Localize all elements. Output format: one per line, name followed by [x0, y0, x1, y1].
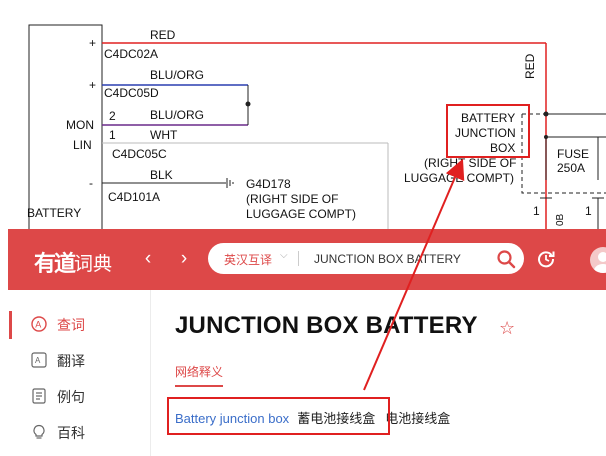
fuse-rating: 250A [557, 161, 586, 175]
back-button[interactable]: ‹ [144, 248, 152, 269]
junction-box-label: JUNCTION [455, 126, 516, 140]
sidebar: A 查词 A 翻译 例句 百科 [8, 290, 151, 456]
wire-wht-label: WHT [150, 128, 178, 142]
connector-label: C4DC05D [104, 86, 159, 100]
wire-blu-org-label: BLU/ORG [150, 68, 205, 82]
pin-number-label: 2 [109, 109, 116, 123]
translate-icon: A [31, 352, 47, 368]
pin-plus-label: + [89, 36, 97, 50]
search-input[interactable] [314, 243, 494, 274]
sidebar-item-label: 查词 [57, 318, 85, 334]
definition-row: Battery junction box 蓄电池接线盒电池接线盒 [175, 408, 450, 427]
sentences-icon [32, 388, 46, 404]
sidebar-item-label: 百科 [57, 426, 85, 442]
search-mode-select[interactable]: 英汉互译 [224, 253, 273, 267]
main-content: JUNCTION BOX BATTERY ☆ 网络释义 Battery junc… [151, 290, 606, 456]
search-box: 英汉互译 ⌵ [208, 243, 524, 274]
connector-label: C4D101A [108, 190, 161, 204]
wire-blk-label: BLK [150, 168, 173, 182]
module-pin-mon: MON [66, 118, 94, 132]
lookup-icon: A [31, 316, 47, 332]
search-icon[interactable] [496, 249, 516, 269]
pin-plus-label: + [89, 78, 97, 92]
definition-chinese: 电池接线盒 [385, 412, 451, 427]
sidebar-item-label: 例句 [57, 390, 85, 406]
svg-text:A: A [35, 320, 41, 330]
module-pin-lin: LIN [73, 138, 92, 152]
connector-label: C4DC02A [104, 47, 159, 61]
bottom-connector-label: 0B [555, 213, 566, 226]
star-icon[interactable]: ☆ [499, 318, 516, 338]
history-icon[interactable] [536, 249, 556, 269]
module-name-label: BATTERY [27, 206, 82, 220]
sidebar-item-label: 翻译 [57, 354, 85, 370]
pin-minus-label: - [89, 176, 93, 190]
wiring-diagram: RED + C4DC02A BLU/ORG + C4DC05D BLU/ORG … [27, 24, 606, 232]
chevron-down-icon[interactable]: ⌵ [280, 250, 288, 261]
sidebar-item-lookup[interactable]: A 查词 [8, 307, 150, 339]
ground-location-label: LUGGAGE COMPT) [246, 207, 357, 221]
app-logo-suffix: 词典 [74, 253, 113, 275]
bottom-pin-label: 1 [533, 204, 540, 218]
connector-label: C4DC05C [112, 147, 167, 161]
wire-red-vertical-label: RED [523, 53, 537, 79]
junction-box-label: BOX [490, 141, 516, 155]
junction-box-label: BATTERY [461, 111, 516, 125]
sidebar-item-encyclopedia[interactable]: 百科 [8, 415, 150, 447]
ground-location-label: (RIGHT SIDE OF [246, 192, 339, 206]
bottom-pin-label: 1 [585, 204, 592, 218]
wire-red-label: RED [150, 28, 176, 42]
wiring-diagram-lines [28, 24, 606, 232]
forward-button[interactable]: › [180, 248, 188, 269]
dictionary-window: 有道 词典 ‹ › 英汉互译 ⌵ [8, 229, 606, 456]
encyclopedia-icon [33, 424, 45, 439]
definition-chinese: 蓄电池接线盒 [297, 412, 376, 427]
junction-box-location: (RIGHT SIDE OF [424, 156, 517, 170]
avatar[interactable] [590, 247, 606, 273]
pin-number-label: 1 [109, 128, 116, 142]
top-bar: 有道 词典 ‹ › 英汉互译 ⌵ [8, 229, 606, 290]
definition-english-link[interactable]: Battery junction box [175, 411, 290, 426]
sidebar-item-sentences[interactable]: 例句 [8, 379, 150, 411]
junction-box-location: LUGGAGE COMPT) [404, 171, 515, 185]
tab-web-definitions[interactable]: 网络释义 [175, 363, 224, 387]
sidebar-item-translate[interactable]: A 翻译 [8, 343, 150, 375]
ground-id-label: G4D178 [246, 177, 291, 191]
user-icon [594, 252, 606, 273]
search-divider [298, 251, 299, 266]
word-title: JUNCTION BOX BATTERY [175, 312, 478, 339]
svg-text:A: A [35, 356, 41, 365]
wire-blu-org-label: BLU/ORG [150, 108, 205, 122]
app-logo: 有道 [34, 252, 76, 277]
fuse-label: FUSE [557, 147, 590, 161]
